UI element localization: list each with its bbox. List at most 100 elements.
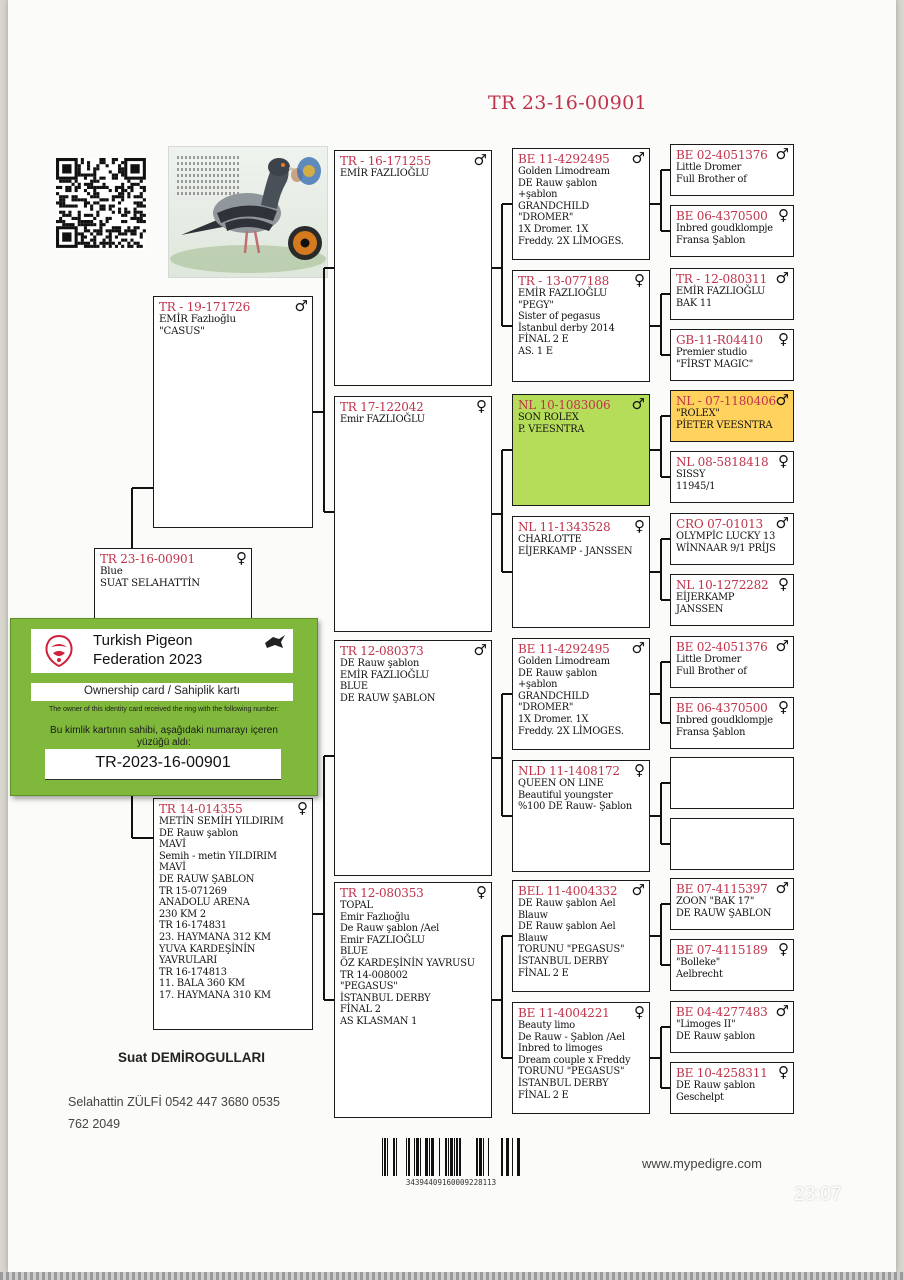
- connector-line: [650, 449, 661, 451]
- connector-line: [660, 416, 662, 477]
- pedigree-line: AS KLASMAN 1: [340, 1015, 418, 1027]
- male-icon: ♂: [473, 641, 487, 659]
- connector-line: [660, 539, 662, 600]
- pedigree-line: Blauw: [518, 932, 548, 944]
- pedigree-line: De Rauw şablon /Ael: [340, 923, 440, 935]
- pedigree-line: TORUNU "PEGASUS": [518, 1066, 625, 1078]
- pedigree-line: TORUNU "PEGASUS": [518, 944, 625, 956]
- connector-line: [492, 267, 502, 269]
- pedigree-line: Beautiful youngster: [518, 789, 613, 801]
- pedigree-line: Little Dromer: [676, 162, 742, 173]
- female-icon: ♀: [778, 206, 789, 224]
- pedigree-line: Blauw: [518, 909, 548, 921]
- connector-line: [660, 170, 662, 231]
- pedigree-line: Freddy. 2X LİMOGES.: [518, 725, 624, 737]
- grandparent-box: TR 17-122042 ♀ Emir FAZLIOĞLU: [334, 396, 492, 632]
- pedigree-line: OLYMPİC LUCKY 13: [676, 531, 776, 542]
- pedigree-line: DE Rauw şablon: [340, 658, 420, 669]
- pedigree-line: Emir FAZLIOĞLU: [340, 414, 425, 425]
- female-icon: ♀: [634, 761, 645, 779]
- ancestor-box: BE 07-4115397♂ZOON "BAK 17"DE RAUW ŞABLO…: [670, 878, 794, 930]
- breeder-name: Suat DEMİROGULLARI: [118, 1050, 265, 1065]
- connector-line: [313, 411, 324, 413]
- pedigree-line: EİJERKAMP - JANSSEN: [518, 545, 633, 557]
- pedigree-line: MAVİ: [159, 862, 186, 874]
- connector-line: [650, 325, 661, 327]
- female-icon: ♀: [297, 799, 308, 817]
- ring-number: TR - 16-171255: [340, 154, 432, 168]
- pedigree-line: Emir FAZLIOĞLU: [340, 934, 425, 946]
- pigeon-image: [170, 157, 326, 273]
- pedigree-line: 17. HAYMANA 310 KM: [159, 989, 271, 1001]
- male-icon: ♂: [775, 879, 789, 897]
- connector-line: [661, 354, 670, 356]
- pedigree-line: SISSY: [676, 469, 706, 480]
- pedigree-line: Premier studio: [676, 347, 747, 358]
- ring-number: TR 17-122042: [340, 400, 424, 414]
- pedigree-line: Fransa Şablon: [676, 726, 746, 738]
- pedigree-line: Emir Fazlıoğlu: [340, 911, 410, 923]
- website-link[interactable]: www.mypedigre.com: [642, 1156, 762, 1171]
- ancestor-box: BE 07-4115189♀"Bolleke"Aelbrecht: [670, 939, 794, 991]
- pedigree-line: AS. 1 E: [518, 345, 553, 357]
- connector-line: [660, 1027, 662, 1088]
- pedigree-line: 23. HAYMANA 312 KM: [159, 931, 271, 943]
- pedigree-line: ANADOLU ARENA: [159, 897, 250, 909]
- pedigree-line: 11. BALA 360 KM: [159, 978, 245, 990]
- female-icon: ♀: [476, 397, 487, 415]
- pedigree-line: DE Rauw şablon Ael: [518, 921, 616, 933]
- pedigree-line: BLUE: [340, 681, 368, 693]
- pedigree-line: "DROMER": [518, 212, 574, 224]
- male-icon: ♂: [294, 297, 308, 315]
- pedigree-line: CHARLOTTE: [518, 534, 582, 545]
- connector-line: [661, 843, 670, 845]
- pedigree-line: Full Brother of: [676, 173, 747, 185]
- female-icon: ♀: [476, 883, 487, 901]
- connector-line: [502, 1057, 512, 1059]
- card-header: Turkish Pigeon Federation 2023: [31, 629, 293, 673]
- connector-line: [661, 1026, 670, 1028]
- female-icon: ♀: [634, 1003, 645, 1021]
- pedigree-line: Aelbrecht: [676, 968, 723, 980]
- connector-line: [650, 571, 661, 573]
- male-icon: ♂: [775, 514, 789, 532]
- pedigree-line: Fransa Şablon: [676, 234, 746, 246]
- pedigree-line: "PEGASUS": [340, 981, 398, 993]
- female-icon: ♀: [634, 517, 645, 535]
- connector-line: [323, 756, 325, 1000]
- pedigree-line: "CASUS": [159, 326, 205, 338]
- pedigree-line: EMİR Fazlıoğlu: [159, 314, 236, 325]
- ancestor-box: [670, 818, 794, 870]
- pedigree-line: TR 16-174831: [159, 920, 227, 932]
- pedigree-line: Golden Limodream: [518, 656, 610, 667]
- pedigree-line: YAVRULARI: [159, 955, 218, 967]
- pedigree-line: "PEGY": [518, 299, 554, 311]
- pedigree-line: İSTANBUL DERBY: [518, 1077, 609, 1089]
- male-icon: ♂: [775, 1002, 789, 1020]
- ring-number: BE 02-4051376: [676, 640, 768, 654]
- pedigree-line: Little Dromer: [676, 654, 742, 665]
- ancestor-box: NL - 07-1180406♂"ROLEX"PİETER VEESNTRA: [670, 390, 794, 442]
- pedigree-line: GRANDCHILD: [518, 690, 589, 702]
- connector-line: [324, 999, 334, 1001]
- pedigree-line: TR 16-174813: [159, 966, 227, 978]
- time-stamp: 23:07: [794, 1184, 842, 1205]
- barcode: [382, 1138, 520, 1176]
- pedigree-line: QUEEN ON LINE: [518, 778, 604, 789]
- connector-line: [492, 999, 502, 1001]
- connector-line: [323, 268, 325, 512]
- ring-number: BE 06-4370500: [676, 701, 768, 715]
- connector-line: [324, 755, 334, 757]
- ancestor-box: GB-11-R04410♀Premier studio"FİRST MAGIC": [670, 329, 794, 381]
- pedigree-line: "DROMER": [518, 702, 574, 714]
- ownership-card: Turkish Pigeon Federation 2023 Ownership…: [10, 618, 318, 796]
